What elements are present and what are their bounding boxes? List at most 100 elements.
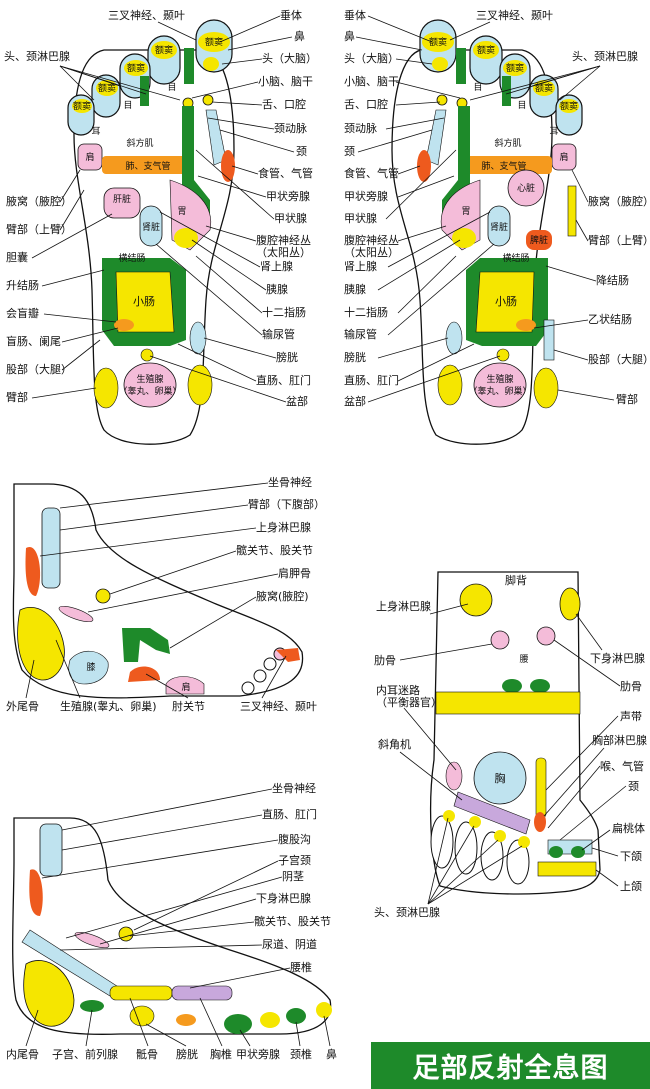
label-rib-right: 肋骨 (620, 679, 642, 693)
dorsum-view: 脚背 腰 胸 上身淋巴腺 下身淋巴腺 肋骨 肋骨 内耳迷路 （平衡器官） 斜角机… (374, 571, 647, 919)
zone-sinus: 额窦 (205, 36, 223, 48)
label-elbow: 肘关节 (172, 699, 205, 713)
label-cecum: 盲肠、阑尾 (6, 334, 61, 348)
label-pituitary: 垂体 (280, 8, 302, 22)
label-neck: 颈 (344, 145, 355, 158)
zone-genital: （睾丸、卵巢） (468, 385, 531, 397)
right-sole-outline (391, 48, 553, 445)
label-pancreas: 胰腺 (344, 282, 366, 296)
label-parathyroid: 甲状旁腺 (236, 1047, 280, 1061)
label-rectum: 直肠、肛门 (344, 373, 399, 387)
label-rib-left: 肋骨 (374, 653, 396, 667)
label-bladder: 膀胱 (344, 350, 366, 364)
label-rectum: 直肠、肛门 (262, 807, 317, 821)
label-scapula: 肩胛骨 (278, 566, 311, 580)
label-celiac: 腹腔神经丛 (344, 233, 399, 247)
label-cerebellum: 小脑、脑干 (344, 75, 399, 88)
label-head-lymph: 头、颈淋巴腺 (374, 905, 440, 919)
label-coccyx: 内尾骨 (6, 1047, 39, 1061)
label-parathyroid: 甲状旁腺 (344, 189, 388, 203)
label-head-lymph: 头、颈淋巴腺 (572, 49, 638, 63)
label-lumbar: 腰椎 (290, 960, 312, 974)
label-buttock: 臂部（下腹部） (248, 497, 325, 511)
label-esophagus: 食管、气管 (258, 166, 313, 180)
label-jaw-upper: 上颌 (620, 879, 642, 893)
label-nose: 鼻 (326, 1047, 337, 1061)
label-bladder: 膀胱 (276, 350, 298, 364)
outer-side-view: 膝 肩 坐骨神经 臂部（下腹部） 上身淋巴腺 髋关节、股关节 肩胛骨 腋窝(腋腔… (6, 475, 325, 713)
label-upper-lymph: 上身淋巴腺 (256, 520, 311, 534)
label-vocal: 声带 (620, 709, 642, 723)
label-celiac: （太阳丛） (256, 246, 311, 259)
zone-small-intestine: 小肠 (495, 295, 517, 308)
label-parathyroid: 甲状旁腺 (266, 189, 310, 203)
label-head-brain: 头（大脑） (262, 51, 317, 65)
label-inner-ear: 内耳迷路 (376, 683, 420, 697)
label-tonsil: 扁桃体 (612, 821, 645, 835)
left-sole: 额窦 额窦 额窦 额窦 额窦 目 目 耳 肩 斜方肌 肺、支气管 肝脏 肾脏 胃… (4, 8, 317, 445)
label-thyroid: 甲状腺 (274, 211, 307, 225)
zone-sinus: 额窦 (73, 100, 91, 112)
inner-side-view: 坐骨神经 直肠、肛门 腹股沟 子宫颈 阴茎 下身淋巴腺 髋关节、股关节 尿道、阴… (6, 781, 337, 1061)
label-jaw-lower: 下颌 (620, 849, 642, 863)
label-duodenum: 十二指肠 (344, 305, 388, 319)
zone-kidney: 肾脏 (490, 221, 508, 233)
label-buttock: 臂部 (6, 390, 28, 404)
zone-eye: 目 (167, 82, 176, 93)
label-chest-lymph: 胸部淋巴腺 (592, 733, 647, 747)
zone-spleen: 脾脏 (530, 234, 548, 246)
zone-small-intestine: 小肠 (133, 295, 155, 308)
zone-eye: 目 (473, 82, 482, 93)
zone-shoulder: 肩 (85, 151, 94, 163)
label-pancreas: 胰腺 (266, 282, 288, 296)
zone-sinus: 额窦 (477, 44, 495, 56)
zone-sinus: 额窦 (429, 36, 447, 48)
label-uterus: 子宫颈 (278, 853, 311, 867)
zone-transverse-colon: 横结肠 (118, 252, 145, 264)
label-lower-lymph: 下身淋巴腺 (256, 891, 311, 905)
zone-sinus: 额窦 (560, 100, 578, 112)
label-throat: 喉、气管 (600, 759, 644, 773)
label-thoracic: 胸椎 (210, 1047, 232, 1061)
label-groin: 腹股沟 (278, 832, 311, 846)
label-upper-arm: 臂部（上臂） (588, 233, 650, 247)
label-sciatic: 坐骨神经 (268, 475, 312, 489)
label-pelvis: 盆部 (344, 394, 366, 408)
label-gallbladder: 胆囊 (6, 250, 28, 264)
label-adrenal: 肾上腺 (344, 259, 377, 273)
label-coccyx: 外尾骨 (6, 700, 39, 713)
zone-eye: 目 (517, 100, 526, 111)
label-sciatic: 坐骨神经 (272, 781, 316, 795)
label-hip: 髋关节、股关节 (236, 543, 313, 557)
label-thigh: 股部（大腿） (588, 352, 650, 366)
zone-trapezius: 斜方肌 (126, 137, 153, 149)
zone-chest: 胸 (495, 771, 506, 785)
label-hip: 髋关节、股关节 (254, 914, 331, 928)
zone-stomach: 胃 (461, 206, 470, 217)
zone-sinus: 额窦 (155, 44, 173, 56)
label-celiac: （太阳丛） (344, 246, 399, 259)
label-urethra: 尿道、阴道 (262, 937, 317, 951)
label-genital: 生殖腺(睾丸、卵巢) (60, 699, 157, 713)
zone-genital: （睾丸、卵巢） (118, 385, 181, 397)
zone-lung: 肺、支气管 (125, 160, 170, 172)
label-buttock: 臂部 (616, 392, 638, 406)
chart-title: 足部反射全息图 (371, 1042, 650, 1089)
label-lower-lymph: 下身淋巴腺 (590, 651, 645, 665)
label-cervical: 颈椎 (290, 1047, 312, 1061)
label-carotid: 颈动脉 (274, 121, 307, 135)
label-rectum: 直肠、肛门 (256, 373, 311, 387)
zone-liver: 肝脏 (113, 193, 131, 205)
zone-genital: 生殖腺 (486, 373, 513, 385)
label-tongue: 舌、口腔 (262, 97, 306, 111)
label-head-lymph: 头、颈淋巴腺 (4, 49, 70, 63)
label-adrenal: 肾上腺 (260, 259, 293, 273)
outer-foot-outline (12, 483, 304, 699)
label-tongue: 舌、口腔 (344, 97, 388, 111)
zone-eye: 目 (123, 100, 132, 111)
zone-sinus: 额窦 (127, 62, 145, 74)
label-neck: 颈 (628, 780, 639, 793)
label-sigmoid: 乙状结肠 (588, 312, 632, 326)
